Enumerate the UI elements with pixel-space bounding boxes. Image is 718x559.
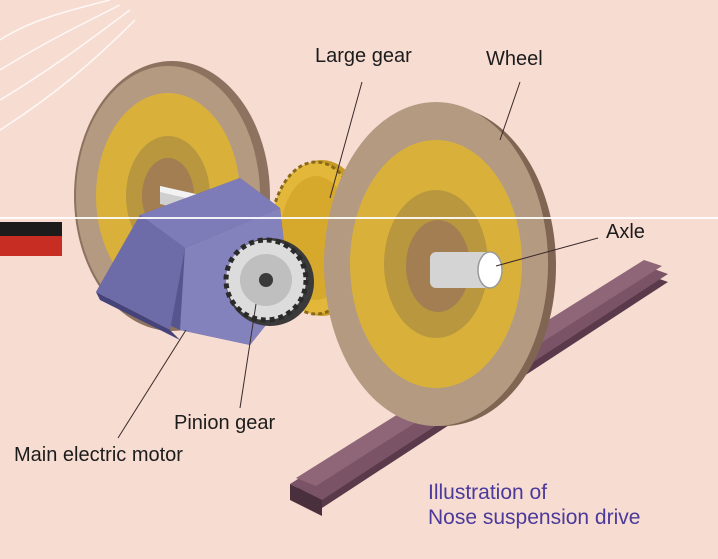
caption-line-1: Illustration of <box>428 481 548 504</box>
caption-line-2: Nose suspension drive <box>428 506 641 529</box>
label-main-electric-motor: Main electric motor <box>14 444 183 466</box>
left-stripe <box>0 222 62 256</box>
label-wheel: Wheel <box>486 48 543 70</box>
label-pinion-gear: Pinion gear <box>174 412 276 434</box>
decorative-swirls <box>0 0 136 131</box>
axle-end <box>430 251 503 289</box>
label-large-gear: Large gear <box>315 45 412 67</box>
caption: Illustration of Nose suspension drive <box>428 480 640 530</box>
leader-lines <box>117 81 599 439</box>
pinion-gear <box>223 237 314 326</box>
label-axle: Axle <box>606 221 645 243</box>
